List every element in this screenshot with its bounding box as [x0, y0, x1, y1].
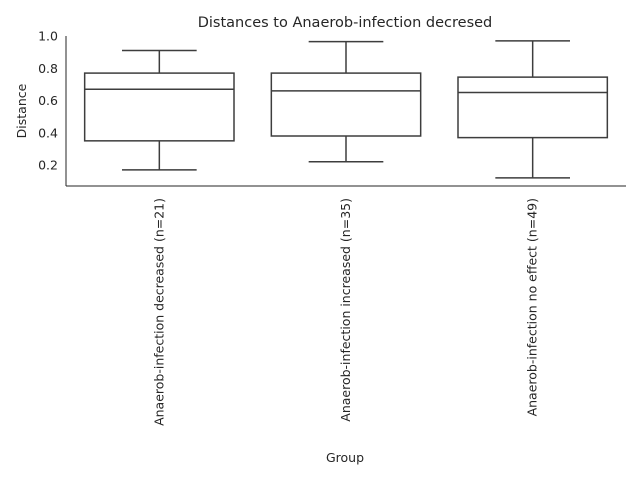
box-group	[457, 40, 609, 179]
axes	[65, 36, 626, 187]
box-iqr	[457, 76, 609, 139]
box-group	[83, 49, 235, 171]
y-tick-label: 1.0	[38, 29, 58, 44]
y-tick-label: 0.4	[38, 125, 58, 140]
y-axis-label: Distance	[14, 83, 29, 138]
x-axis-label: Group	[326, 450, 364, 465]
y-tick-label: 0.2	[38, 158, 58, 173]
x-tick-label: Anaerob-infection no effect (n=49)	[525, 198, 540, 416]
y-tick-label: 0.6	[38, 93, 58, 108]
y-tick-label: 0.8	[38, 61, 58, 76]
boxes	[83, 40, 609, 179]
x-tick-label: Anaerob-infection decreased (n=21)	[151, 198, 166, 426]
box-group	[270, 40, 422, 163]
x-tick-label: Anaerob-infection increased (n=35)	[338, 198, 353, 422]
box-iqr	[270, 72, 422, 137]
chart-title: Distances to Anaerob-infection decresed	[198, 15, 493, 31]
box-iqr	[83, 72, 235, 142]
